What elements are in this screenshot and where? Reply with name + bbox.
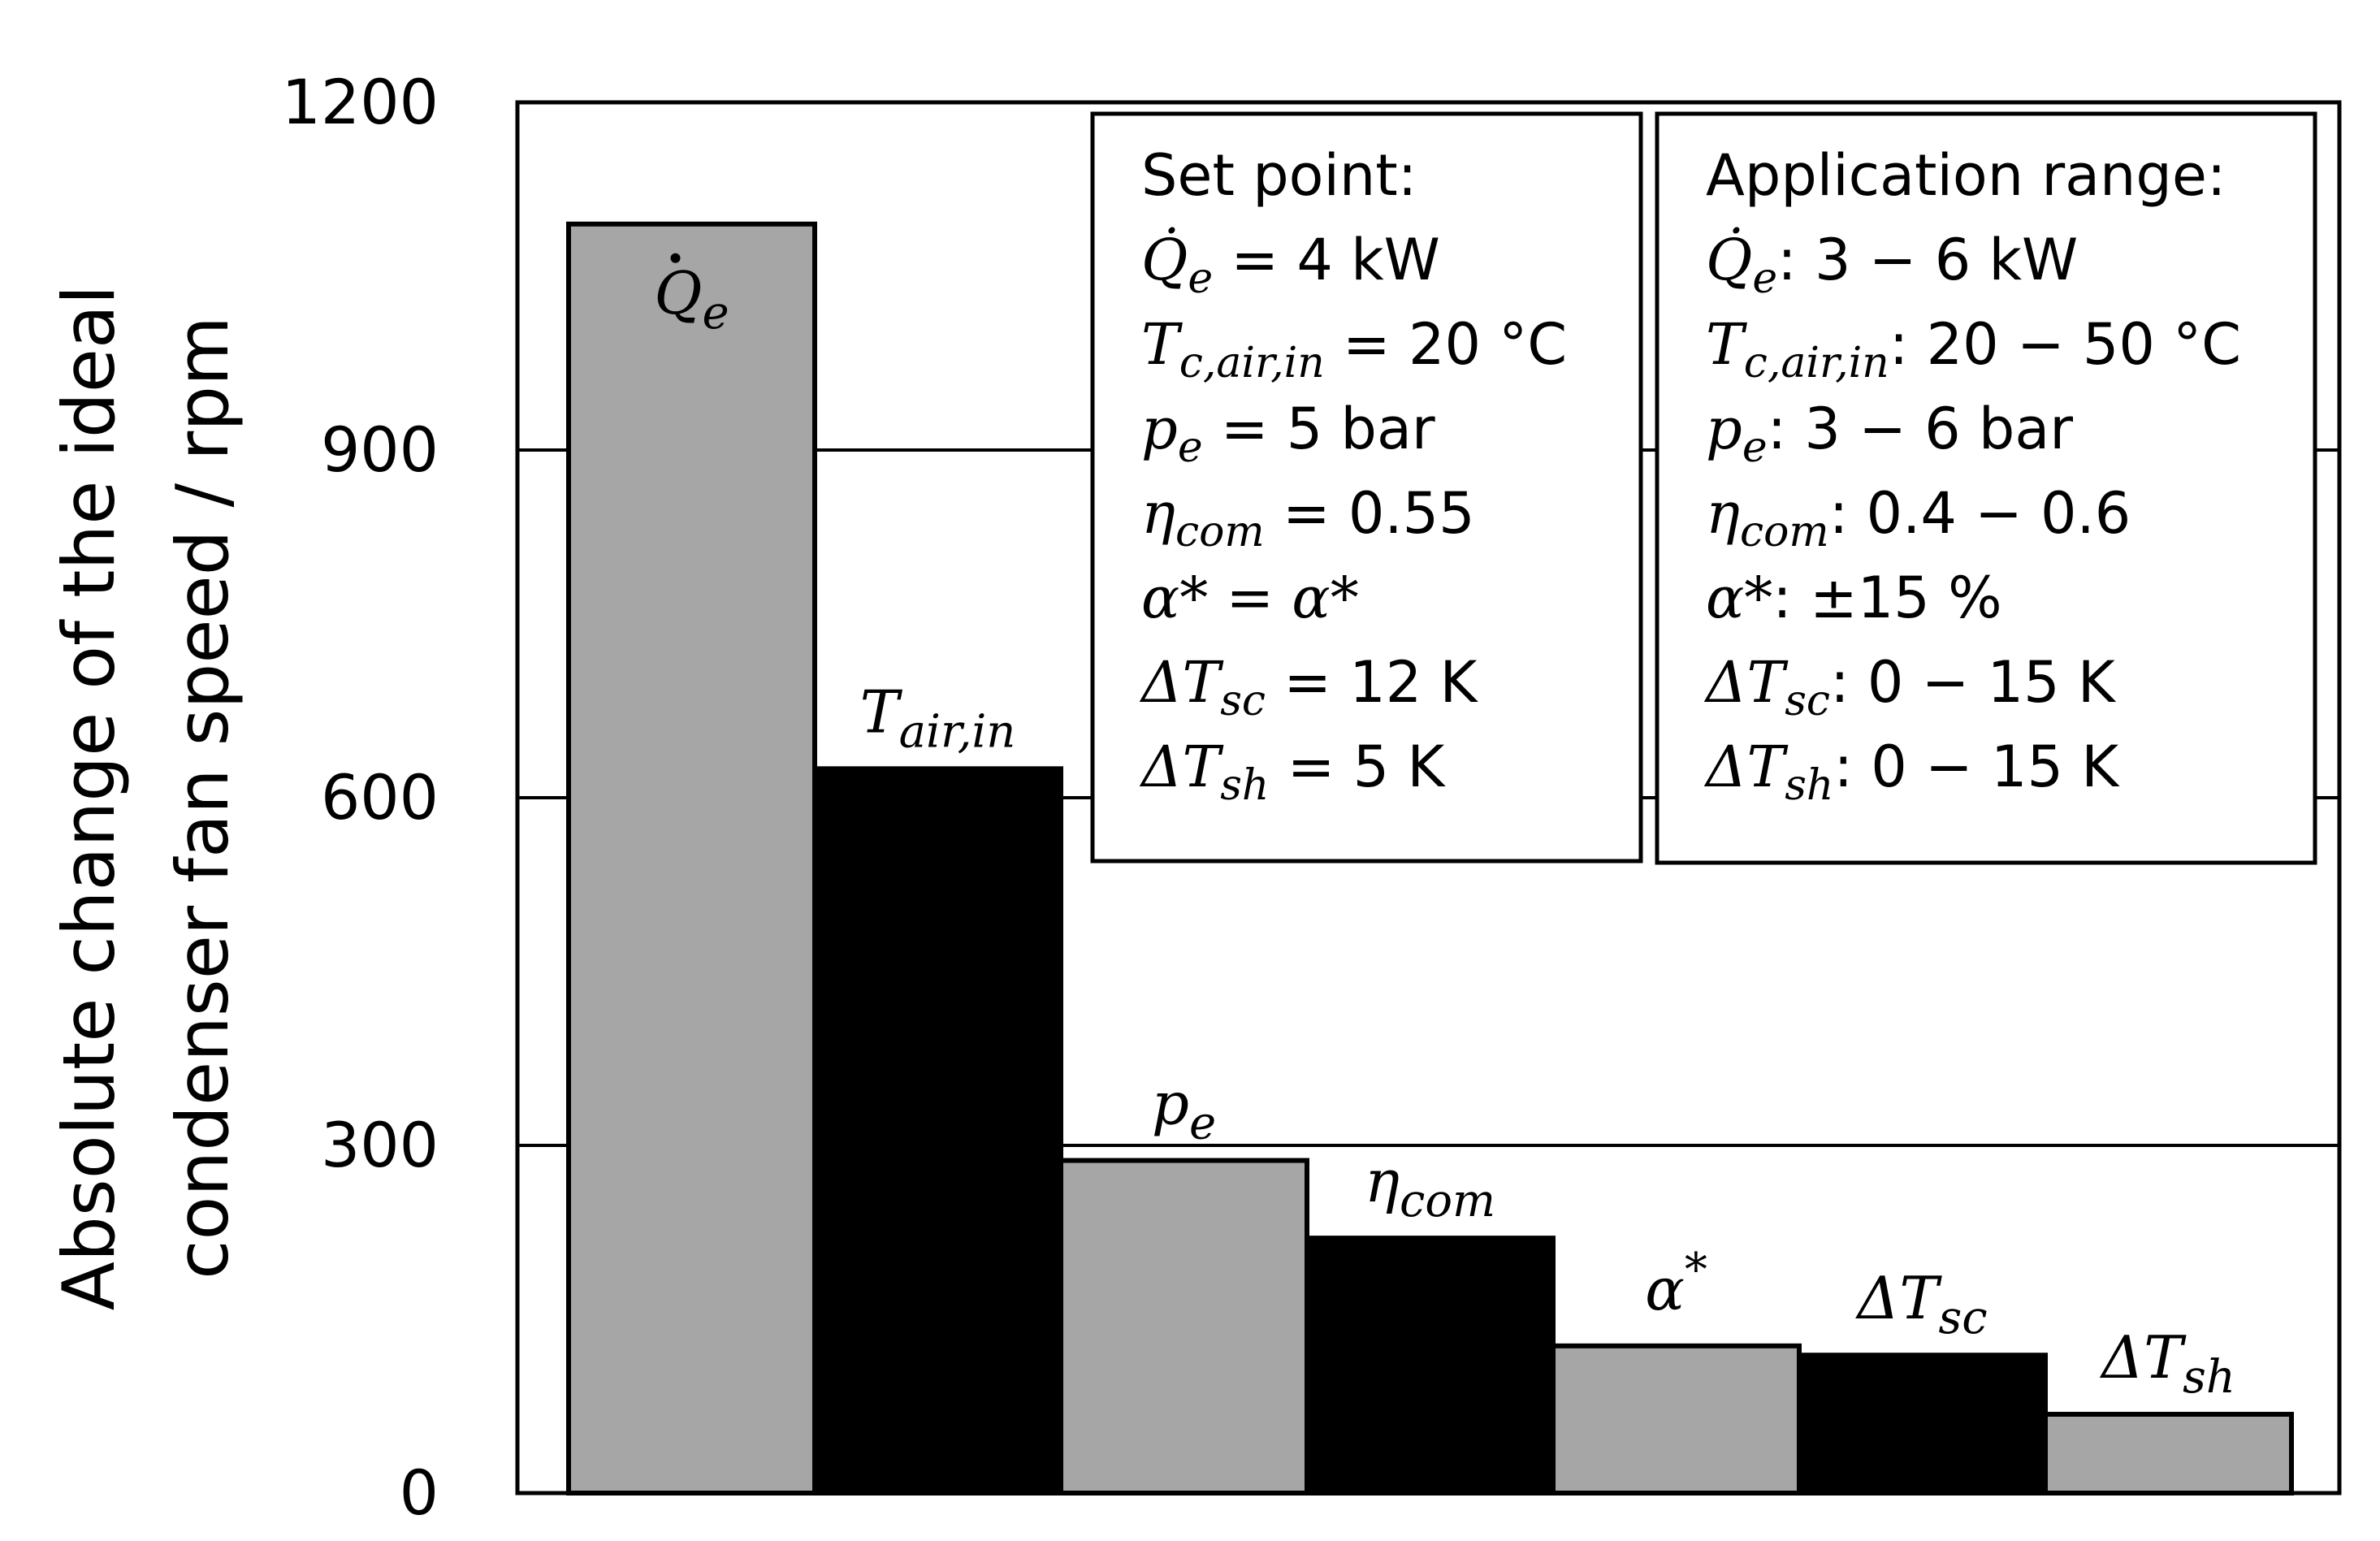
bar-label: ΔTsc (1854, 1264, 1987, 1344)
y-axis-label-line1: Absolute change of the ideal (47, 285, 131, 1310)
bar (566, 221, 817, 1496)
y-tick-label: 900 (321, 413, 439, 486)
bar-label: pe (1152, 1070, 1216, 1150)
y-tick-label: 0 (400, 1457, 439, 1529)
bar-label: Tair,in (860, 677, 1016, 758)
y-axis-ticks: 0 300 600 900 1200 (282, 66, 439, 1529)
box-line: pe: 3 − 6 bar (1706, 396, 2073, 472)
y-tick-label: 1200 (282, 66, 439, 138)
box-line: ηcom: 0.4 − 0.6 (1706, 480, 2131, 556)
bar (1551, 1343, 1802, 1496)
bar-label: α* (1645, 1244, 1707, 1323)
bar (1305, 1236, 1556, 1496)
box-line: Q̇e: 3 − 6 kW (1706, 227, 2078, 303)
bar (2043, 1411, 2294, 1496)
box-line: Q̇e = 4 kW (1141, 227, 1440, 303)
bar (1058, 1158, 1309, 1496)
box-line: Tc,air,in: 20 − 50 °C (1706, 311, 2241, 387)
dot-accent (670, 253, 681, 263)
box-line: α*: ±15 % (1706, 565, 2002, 631)
plot-frame (515, 100, 2342, 1496)
bar-label: ηcom (1365, 1147, 1495, 1227)
box-title: Application range: (1706, 142, 2226, 209)
y-tick-label: 300 (321, 1109, 439, 1181)
application-range-box: Application range: Q̇e: 3 − 6 kW Tc,air,in… (1655, 111, 2317, 865)
y-tick-label: 600 (321, 761, 439, 833)
box-line: pe = 5 bar (1141, 396, 1435, 472)
box-line: ΔTsh = 5 K (1139, 734, 1446, 810)
box-border (1090, 111, 1643, 864)
box-line: ηcom = 0.55 (1141, 480, 1475, 556)
y-axis-label-line2: condenser fan speed / rpm (161, 316, 244, 1279)
box-line: ΔTsc = 12 K (1139, 649, 1479, 725)
set-point-box: Set point: Q̇e = 4 kW Tc,air,in = 20 °C pe … (1090, 111, 1643, 864)
box-line: ΔTsh: 0 − 15 K (1703, 734, 2120, 810)
bars (566, 221, 2294, 1496)
bar-label: Qe (654, 259, 729, 340)
box-border (1655, 111, 2317, 865)
bar (812, 766, 1063, 1496)
box-line: Tc,air,in = 20 °C (1141, 311, 1567, 387)
box-line: α* = α* (1141, 565, 1359, 631)
bar-label: ΔTsh (2099, 1323, 2235, 1404)
box-title: Set point: (1141, 142, 1417, 209)
bar (1797, 1353, 2048, 1496)
box-line: ΔTsc: 0 − 15 K (1703, 649, 2117, 725)
